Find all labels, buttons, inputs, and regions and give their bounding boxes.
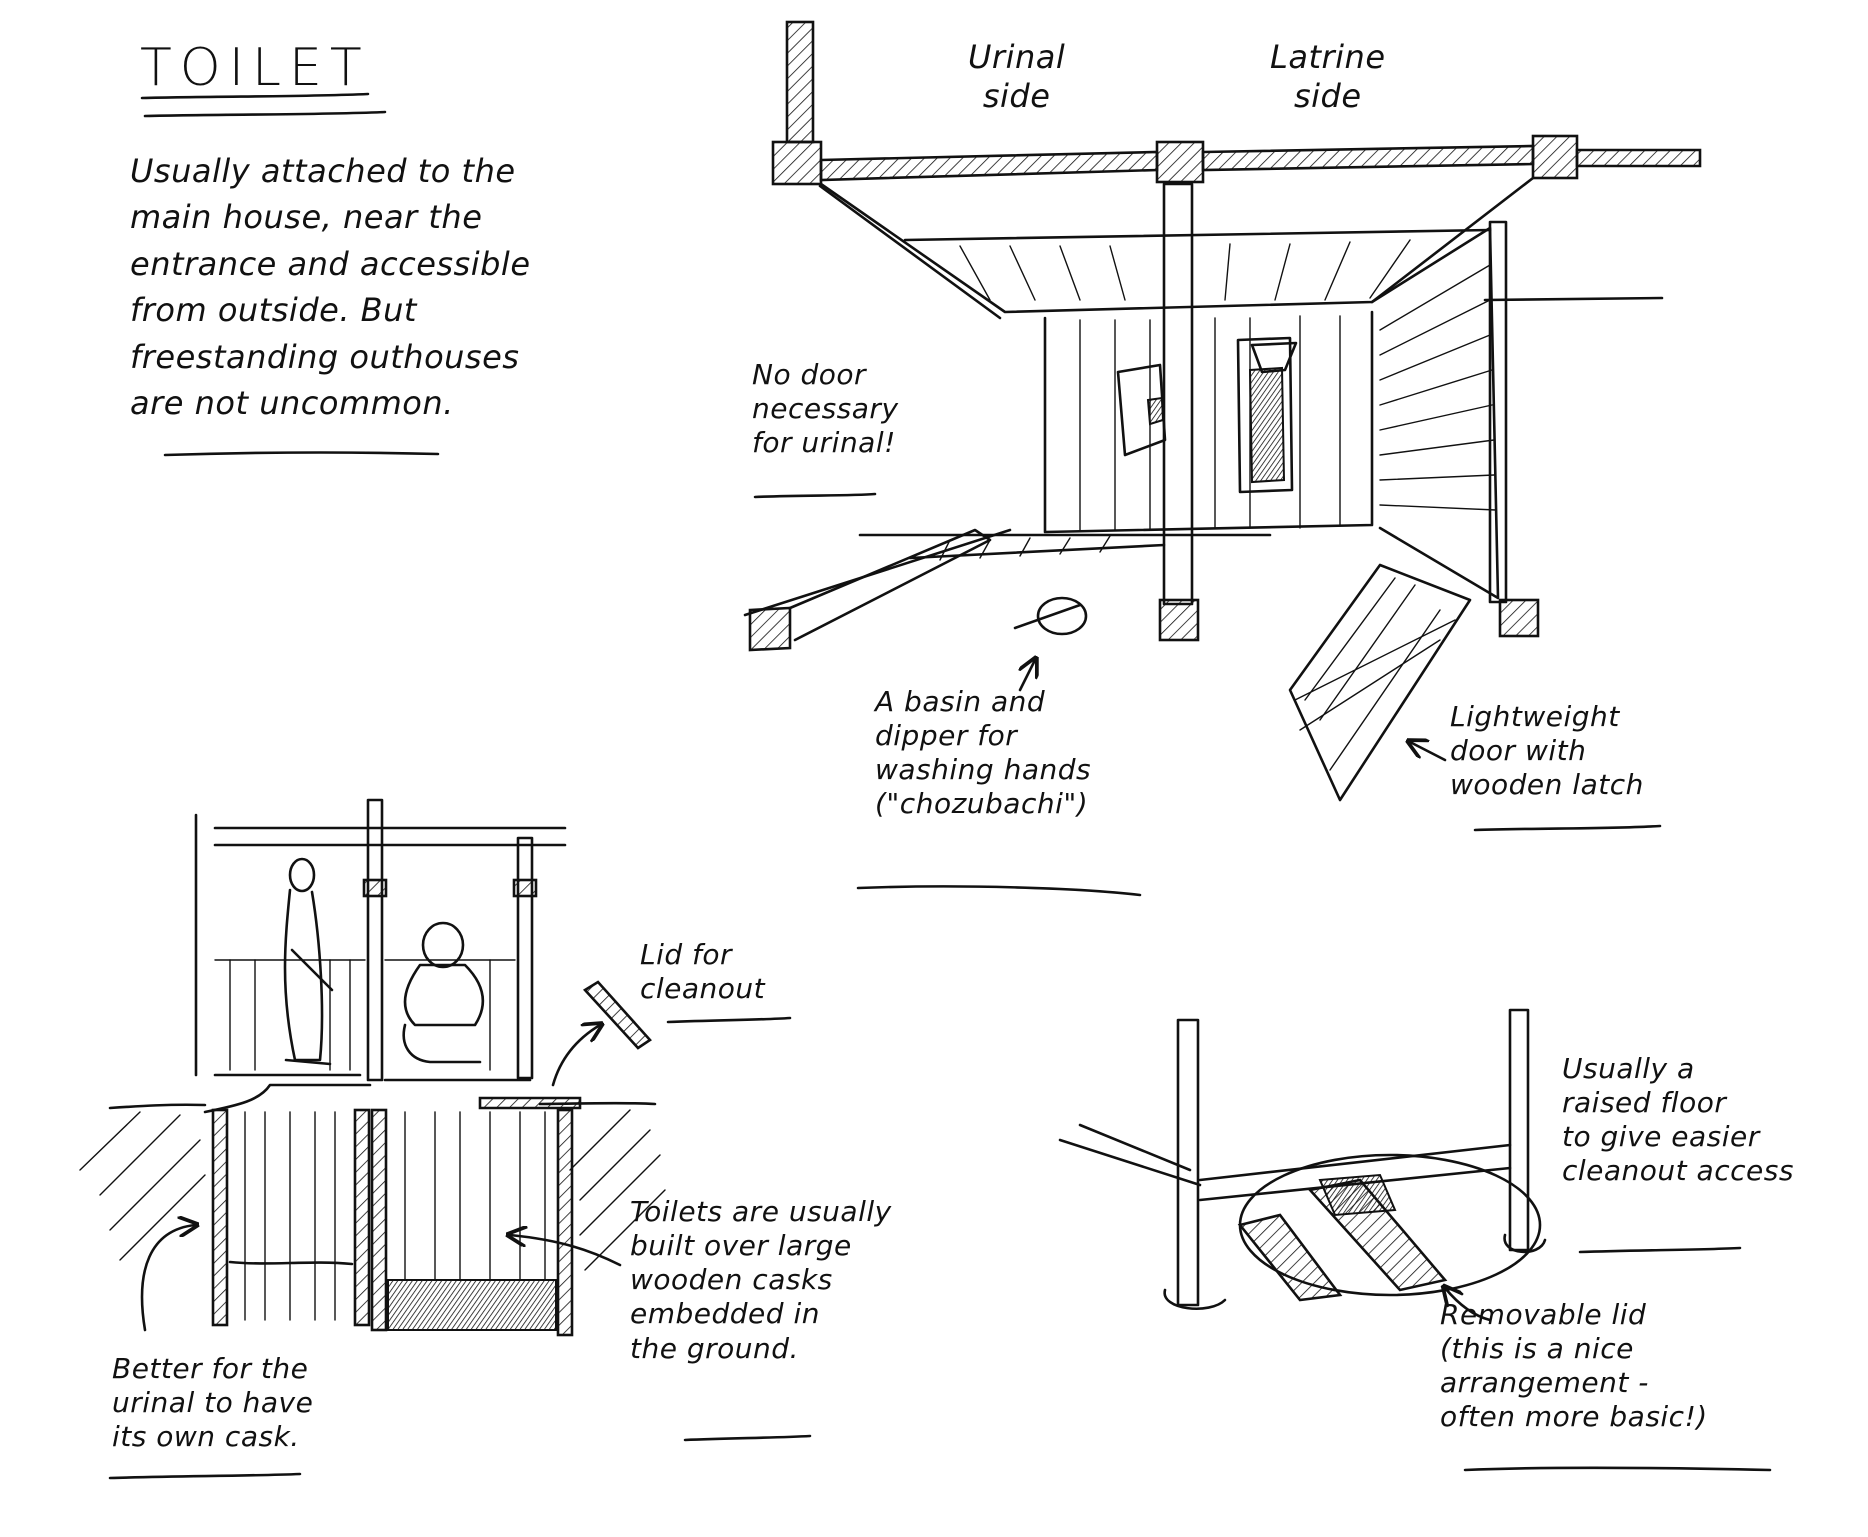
casks-label: Toilets are usually built over large woo… (630, 1195, 892, 1365)
cask-rule (683, 1434, 812, 1442)
door-rule (1473, 824, 1662, 832)
latrine-side-label: Latrine side (1270, 38, 1386, 116)
page-title: TOILET (140, 38, 370, 98)
basin-label: A basin and dipper for washing hands ("c… (875, 685, 1092, 821)
no-door-rule (753, 492, 877, 499)
cask-section-sketch (79, 798, 666, 1337)
removable-lid-label: Removable lid (this is a nice arrangemen… (1440, 1298, 1708, 1434)
no-door-label: No door necessary for urinal! (752, 358, 899, 460)
urinal-cask-arrow (140, 1225, 195, 1332)
intro-text: Usually attached to the main house, near… (130, 152, 531, 422)
removable-lid-arrow (1445, 1288, 1492, 1322)
urinal-cask-label: Better for the urinal to have its own ca… (112, 1352, 314, 1454)
raised-floor-sketch (1058, 1008, 1547, 1311)
basin-rule (856, 885, 1142, 897)
urinal-side-label: Urinal side (968, 38, 1066, 116)
raised-floor-label: Usually a raised floor to give easier cl… (1562, 1052, 1794, 1188)
lid-cleanout-label: Lid for cleanout (640, 938, 766, 1006)
cask-arrow (510, 1235, 622, 1267)
door-label: Lightweight door with wooden latch (1450, 700, 1644, 802)
title-underline (140, 92, 387, 118)
outhouse-perspective-sketch (743, 20, 1702, 802)
urinal-cask-rule (108, 1472, 302, 1480)
intro-rule (163, 451, 440, 457)
removable-lid-rule (1463, 1466, 1772, 1472)
raised-floor-rule (1578, 1246, 1742, 1254)
basin-arrow (1020, 660, 1035, 692)
door-arrow (1410, 742, 1447, 762)
lid-rule (666, 1016, 792, 1024)
lid-arrow (551, 1025, 600, 1087)
